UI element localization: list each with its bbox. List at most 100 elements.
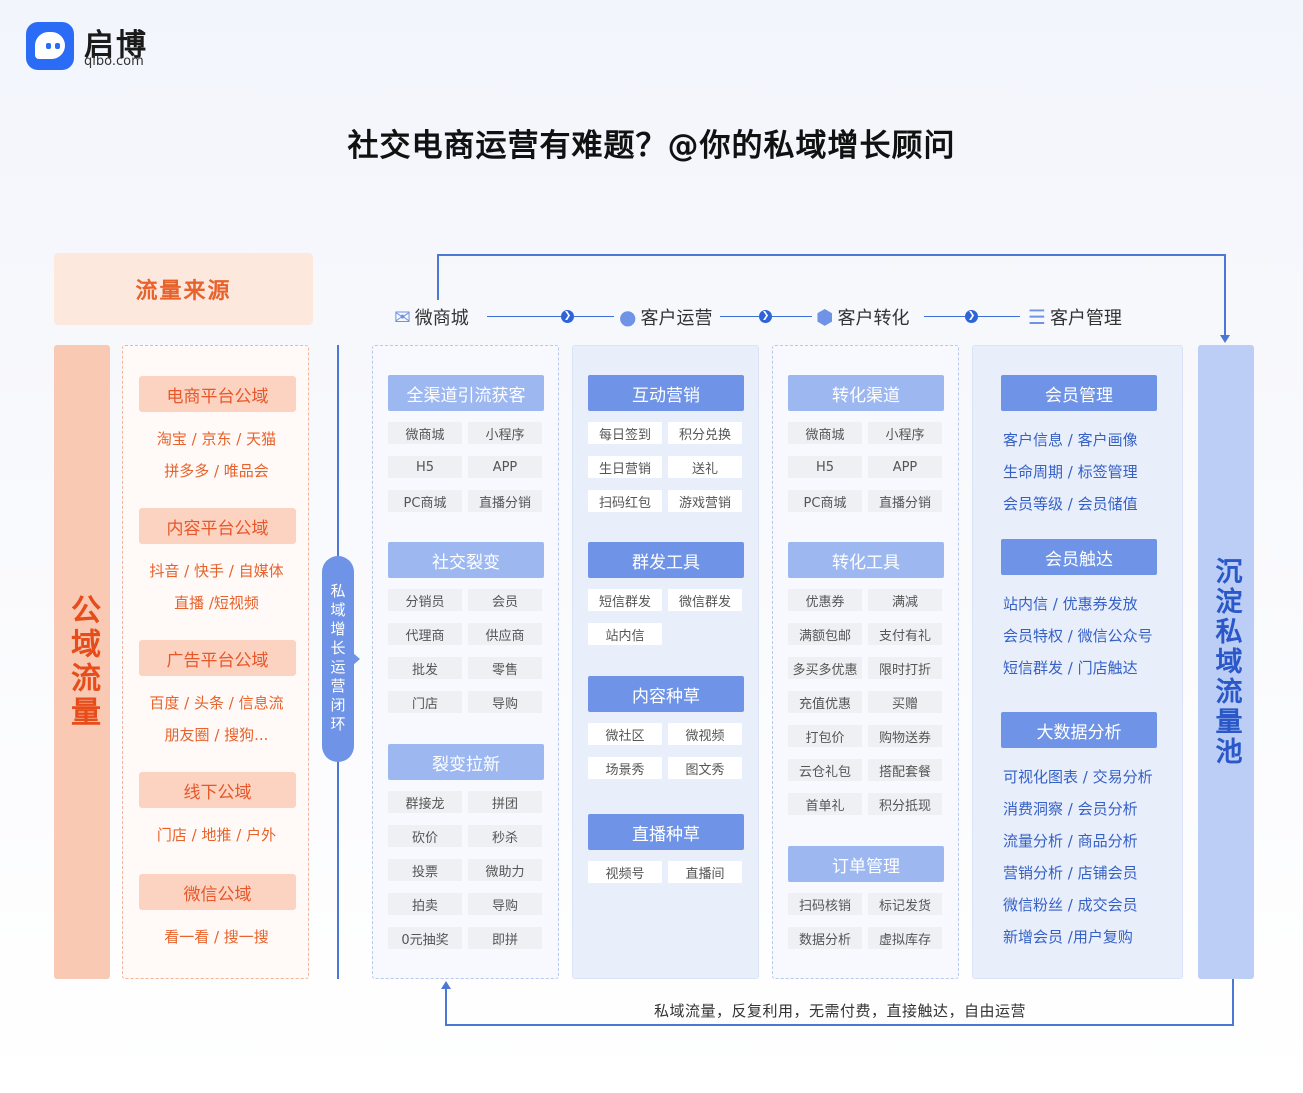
stage-management: ☰ 客户管理 xyxy=(1028,303,1122,331)
feature-chip: PC商城 xyxy=(388,490,462,512)
section-header: 直播种草 xyxy=(588,814,744,850)
feature-line: 微信粉丝 / 成交会员 xyxy=(1003,896,1138,914)
flow-line xyxy=(487,316,562,317)
feature-chip: 砍价 xyxy=(388,825,462,847)
section-header: 转化渠道 xyxy=(788,375,944,411)
feature-line: 营销分析 / 店铺会员 xyxy=(1003,864,1138,882)
stage-management-label: 客户管理 xyxy=(1049,308,1122,329)
feature-chip: APP xyxy=(468,456,542,478)
shield-refresh-icon: ⬢ xyxy=(816,305,834,329)
section-header: 群发工具 xyxy=(588,542,744,578)
feature-chip: 投票 xyxy=(388,859,462,881)
arrow-up-icon xyxy=(441,981,451,989)
feature-chip: 代理商 xyxy=(388,623,462,645)
feature-chip: 充值优惠 xyxy=(788,691,862,713)
feature-chip: 会员 xyxy=(468,589,542,611)
logo-subtitle: qibo.com xyxy=(84,54,144,69)
section-header: 大数据分析 xyxy=(1001,712,1157,748)
top-connector-right xyxy=(1224,254,1226,337)
public-domain-label: 公域流量 xyxy=(65,594,100,730)
feature-chip: 微社区 xyxy=(588,723,662,745)
feature-line: 生命周期 / 标签管理 xyxy=(1003,463,1138,481)
feature-chip: 满减 xyxy=(868,589,942,611)
feature-chip: 首单礼 xyxy=(788,793,862,815)
section-header: 互动营销 xyxy=(588,375,744,411)
feature-chip: 拼团 xyxy=(468,791,542,813)
growth-loop-pill: 私域增长运营闭环 xyxy=(322,556,354,762)
feature-chip: 优惠券 xyxy=(788,589,862,611)
feature-chip: 秒杀 xyxy=(468,825,542,847)
public-domain-tag: 广告平台公域 xyxy=(139,640,296,676)
feature-chip: 虚拟库存 xyxy=(868,927,942,949)
feature-chip: 扫码红包 xyxy=(588,490,662,512)
stage-conversion-label: 客户转化 xyxy=(837,308,910,329)
section-header: 全渠道引流获客 xyxy=(388,375,544,411)
feature-chip: 微信群发 xyxy=(668,589,742,611)
loop-arrow-icon xyxy=(352,652,360,666)
public-domain-tag: 微信公域 xyxy=(139,874,296,910)
private-pool-label: 沉淀私域流量池 xyxy=(1210,557,1242,767)
feature-chip: H5 xyxy=(788,456,862,478)
feature-chip: 0元抽奖 xyxy=(388,927,462,949)
logo-icon xyxy=(26,22,74,70)
feature-line: 消费洞察 / 会员分析 xyxy=(1003,800,1138,818)
feature-line: 新增会员 /用户复购 xyxy=(1003,928,1133,946)
feature-chip: PC商城 xyxy=(788,490,862,512)
stage-operation: ● 客户运营 xyxy=(619,303,712,331)
feature-chip: 导购 xyxy=(468,893,542,915)
feature-line: 流量分析 / 商品分析 xyxy=(1003,832,1138,850)
feature-line: 短信群发 / 门店触达 xyxy=(1003,659,1138,677)
public-domain-tag: 内容平台公域 xyxy=(139,508,296,544)
growth-loop-label: 私域增长运营闭环 xyxy=(328,583,347,735)
feature-chip: 小程序 xyxy=(868,422,942,444)
feature-chip: 数据分析 xyxy=(788,927,862,949)
feature-chip: 分销员 xyxy=(388,589,462,611)
feature-chip: 场景秀 xyxy=(588,757,662,779)
section-header: 会员触达 xyxy=(1001,539,1157,575)
public-domain-channels: 抖音 / 快手 / 自媒体 xyxy=(149,562,284,580)
flow-arrow-icon: ❯ xyxy=(561,310,574,323)
feature-chip: 微视频 xyxy=(668,723,742,745)
public-domain-bar: 公域流量 xyxy=(54,345,110,979)
stage-mall-label: 微商城 xyxy=(414,308,469,329)
feature-chip: 图文秀 xyxy=(668,757,742,779)
feature-chip: H5 xyxy=(388,456,462,478)
public-domain-tag: 线下公域 xyxy=(139,772,296,808)
feature-chip: 拍卖 xyxy=(388,893,462,915)
feature-chip: 送礼 xyxy=(668,456,742,478)
feature-chip: 微商城 xyxy=(788,422,862,444)
public-domain-column: 电商平台公域淘宝 / 京东 / 天猫拼多多 / 唯品会内容平台公域抖音 / 快手… xyxy=(122,345,309,979)
section-header: 裂变拉新 xyxy=(388,744,544,780)
public-domain-channels: 百度 / 头条 / 信息流 xyxy=(149,694,284,712)
feature-chip: 站内信 xyxy=(588,623,662,645)
flow-line xyxy=(924,316,966,317)
section-header: 转化工具 xyxy=(788,542,944,578)
feature-chip: 满额包邮 xyxy=(788,623,862,645)
feature-chip: 每日签到 xyxy=(588,422,662,444)
feature-chip: APP xyxy=(868,456,942,478)
user-icon: ● xyxy=(619,305,637,329)
feature-chip: 标记发货 xyxy=(868,893,942,915)
feature-chip: 搭配套餐 xyxy=(868,759,942,781)
database-icon: ☰ xyxy=(1028,305,1046,329)
section-header: 内容种草 xyxy=(588,676,744,712)
flow-arrow-icon: ❯ xyxy=(759,310,772,323)
flow-line xyxy=(720,316,760,317)
private-pool-bar: 沉淀私域流量池 xyxy=(1198,345,1254,979)
bottom-connector xyxy=(445,1024,1234,1026)
section-header: 会员管理 xyxy=(1001,375,1157,411)
mail-icon: ✉ xyxy=(394,305,411,329)
feature-chip: 限时打折 xyxy=(868,657,942,679)
feature-chip: 批发 xyxy=(388,657,462,679)
flow-line xyxy=(772,316,812,317)
feature-chip: 积分抵现 xyxy=(868,793,942,815)
feature-chip: 门店 xyxy=(388,691,462,713)
feature-chip: 微助力 xyxy=(468,859,542,881)
flow-arrow-icon: ❯ xyxy=(965,310,978,323)
management-column: 会员管理客户信息 / 客户画像生命周期 / 标签管理会员等级 / 会员储值会员触… xyxy=(972,345,1183,979)
public-domain-channels: 看一看 / 搜一搜 xyxy=(164,928,269,946)
bottom-connector-right xyxy=(1232,979,1234,1025)
feature-chip: 直播间 xyxy=(668,861,742,883)
